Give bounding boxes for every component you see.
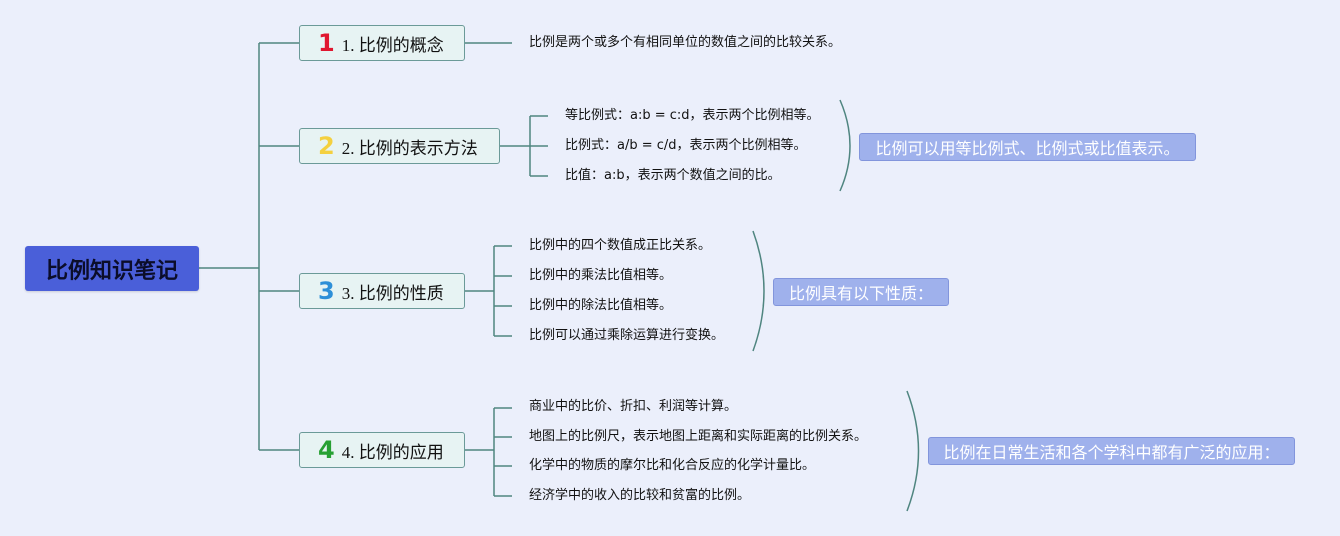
leaf-topic[interactable]: 比例中的除法比值相等。 bbox=[529, 298, 673, 313]
branch-title: 2. 比例的表示方法 bbox=[341, 138, 478, 158]
number-4-icon: 4 bbox=[318, 436, 335, 464]
summary-applications[interactable]: 比例在日常生活和各个学科中都有广泛的应用： bbox=[928, 437, 1295, 465]
branch-properties[interactable]: 3 3. 比例的性质 bbox=[299, 273, 465, 309]
leaf-topic[interactable]: 经济学中的收入的比较和贫富的比例。 bbox=[529, 488, 751, 503]
leaf-topic[interactable]: 比例是两个或多个有相同单位的数值之间的比较关系。 bbox=[529, 35, 842, 50]
summary-properties[interactable]: 比例具有以下性质： bbox=[773, 278, 949, 306]
branch-applications[interactable]: 4 4. 比例的应用 bbox=[299, 432, 465, 468]
number-1-icon: 1 bbox=[318, 29, 335, 57]
leaf-topic[interactable]: 比值：a:b，表示两个数值之间的比。 bbox=[565, 168, 781, 183]
branch-representation[interactable]: 2 2. 比例的表示方法 bbox=[299, 128, 500, 164]
leaf-topic[interactable]: 比例可以通过乘除运算进行变换。 bbox=[529, 328, 725, 343]
leaf-topic[interactable]: 比例式：a/b = c/d，表示两个比例相等。 bbox=[565, 138, 807, 153]
summary-brace-2 bbox=[839, 99, 851, 192]
leaf-topic[interactable]: 等比例式：a:b = c:d，表示两个比例相等。 bbox=[565, 108, 820, 123]
summary-representation[interactable]: 比例可以用等比例式、比例式或比值表示。 bbox=[859, 133, 1196, 161]
branch-title: 4. 比例的应用 bbox=[341, 442, 444, 462]
connector-b3-leaves bbox=[465, 245, 512, 337]
leaf-topic[interactable]: 化学中的物质的摩尔比和化合反应的化学计量比。 bbox=[529, 458, 816, 473]
number-2-icon: 2 bbox=[318, 132, 335, 160]
branch-title: 1. 比例的概念 bbox=[341, 35, 444, 55]
summary-brace-3 bbox=[752, 230, 765, 352]
leaf-topic[interactable]: 地图上的比例尺，表示地图上距离和实际距离的比例关系。 bbox=[529, 429, 868, 444]
leaf-topic[interactable]: 比例中的四个数值成正比关系。 bbox=[529, 238, 712, 253]
branch-title: 3. 比例的性质 bbox=[341, 283, 444, 303]
connector-b4-leaves bbox=[465, 407, 512, 497]
summary-brace-4 bbox=[906, 390, 920, 512]
leaf-topic[interactable]: 比例中的乘法比值相等。 bbox=[529, 268, 673, 283]
root-topic[interactable]: 比例知识笔记 bbox=[25, 246, 199, 291]
leaf-topic[interactable]: 商业中的比价、折扣、利润等计算。 bbox=[529, 399, 738, 414]
connector-b2-leaves bbox=[500, 115, 548, 177]
branch-concept[interactable]: 1 1. 比例的概念 bbox=[299, 25, 465, 61]
number-3-icon: 3 bbox=[318, 277, 335, 305]
